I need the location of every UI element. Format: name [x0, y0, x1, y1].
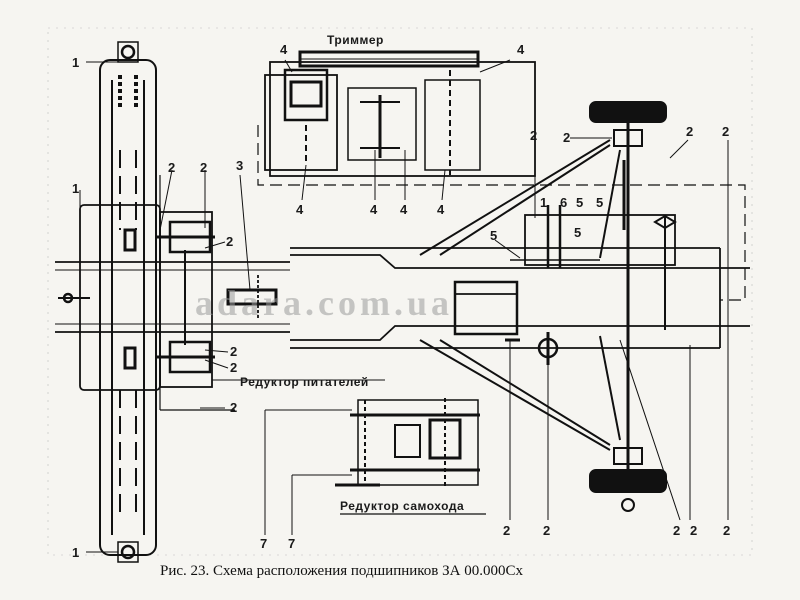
callout-4-tl: 4	[280, 42, 288, 57]
callout-2-j: 2	[722, 124, 729, 139]
callout-1-top: 1	[72, 55, 79, 70]
trimmer-title: Триммер	[327, 33, 384, 47]
callout-4-b4: 4	[437, 202, 445, 217]
callout-1-left: 1	[72, 181, 79, 196]
callout-7-a: 7	[260, 536, 267, 551]
wheel-axle	[419, 101, 667, 512]
callout-4-tr: 4	[517, 42, 525, 57]
feeder-reducer-label: Редуктор питателей	[240, 375, 369, 389]
drive-reducer-label: Редуктор самохода	[340, 499, 464, 513]
callout-4-b2: 4	[370, 202, 378, 217]
callout-2-h: 2	[563, 130, 570, 145]
callout-4-b3: 4	[400, 202, 408, 217]
callout-numbers: 1 1 1 2 2 3 2 2 2 2 4 4 4 4 4 4 2 2 2 2 …	[72, 42, 730, 560]
callout-5-b: 5	[596, 195, 603, 210]
callout-6: 6	[560, 195, 567, 210]
callout-2-i: 2	[686, 124, 693, 139]
callout-2-l: 2	[543, 523, 550, 538]
callout-7-b: 7	[288, 536, 295, 551]
leader-lines	[79, 59, 729, 553]
callout-2-o: 2	[723, 523, 730, 538]
main-frame-beam	[55, 247, 750, 349]
callout-4-b1: 4	[296, 202, 304, 217]
callout-3: 3	[236, 158, 243, 173]
callout-1-mid: 1	[540, 195, 547, 210]
callout-2-d: 2	[230, 344, 237, 359]
left-chain-conveyor	[99, 41, 157, 563]
callout-2-g: 2	[530, 128, 537, 143]
callout-5-c: 5	[574, 225, 581, 240]
watermark: adara.com.ua	[195, 283, 453, 323]
callout-2-c: 2	[226, 234, 233, 249]
drive-unit	[453, 160, 677, 365]
trimmer-assembly	[257, 50, 746, 301]
callout-2-n: 2	[690, 523, 697, 538]
callout-2-m: 2	[673, 523, 680, 538]
callout-2-a: 2	[168, 160, 175, 175]
callout-1-bottom: 1	[72, 545, 79, 560]
figure-caption: Рис. 23. Схема расположения подшипников …	[160, 563, 523, 579]
callout-5-d: 5	[490, 228, 497, 243]
drive-reducer-assembly	[335, 398, 480, 488]
callout-5-a: 5	[576, 195, 583, 210]
callout-2-b: 2	[200, 160, 207, 175]
callout-2-k: 2	[503, 523, 510, 538]
callout-2-f: 2	[230, 400, 237, 415]
callout-2-e: 2	[230, 360, 237, 375]
feeder-housing	[79, 175, 235, 411]
